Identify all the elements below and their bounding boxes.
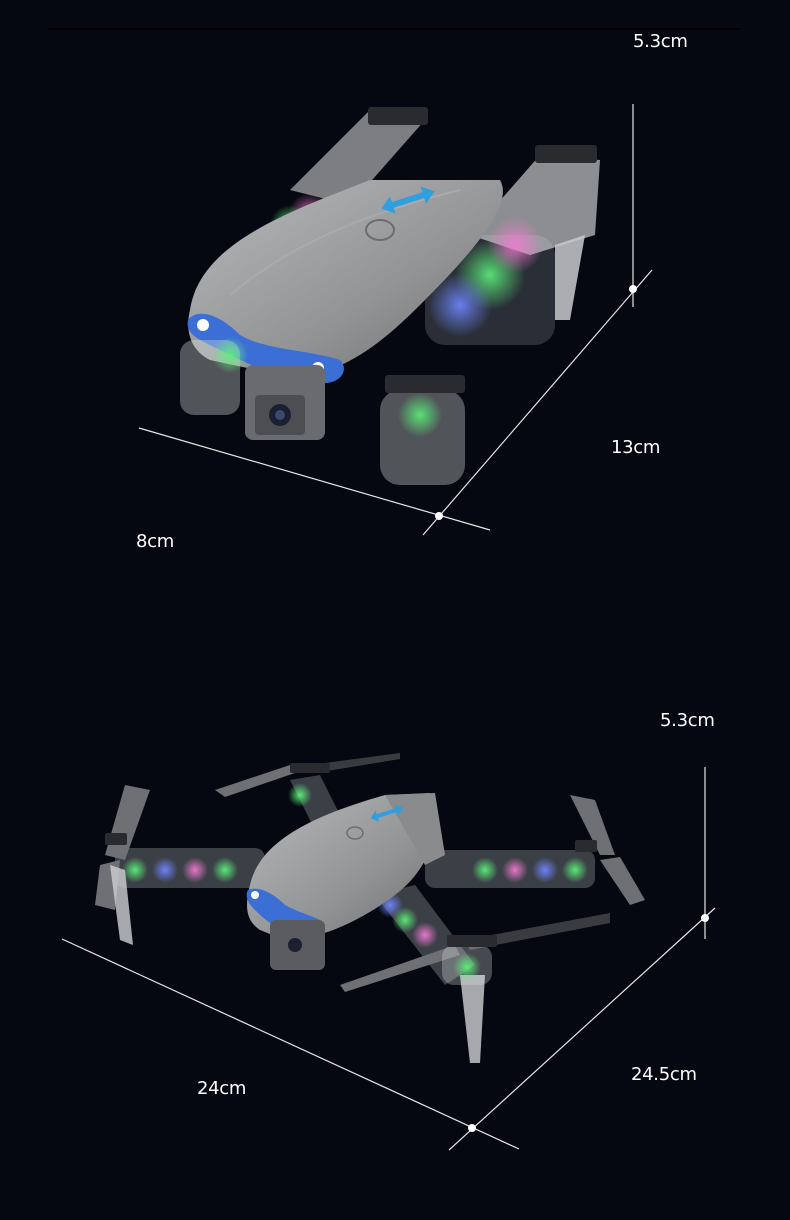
unfolded-width-label: 24cm [197,1078,247,1099]
folded-width-label: 8cm [136,531,174,552]
top-divider [48,28,740,30]
folded-height-label: 5.3cm [633,31,688,52]
unfolded-drone-image [95,753,645,1063]
folded-length-label: 13cm [611,437,661,458]
unfolded-length-label: 24.5cm [631,1064,697,1085]
unfolded-height-label: 5.3cm [660,710,715,731]
folded-drone-image [180,107,600,485]
